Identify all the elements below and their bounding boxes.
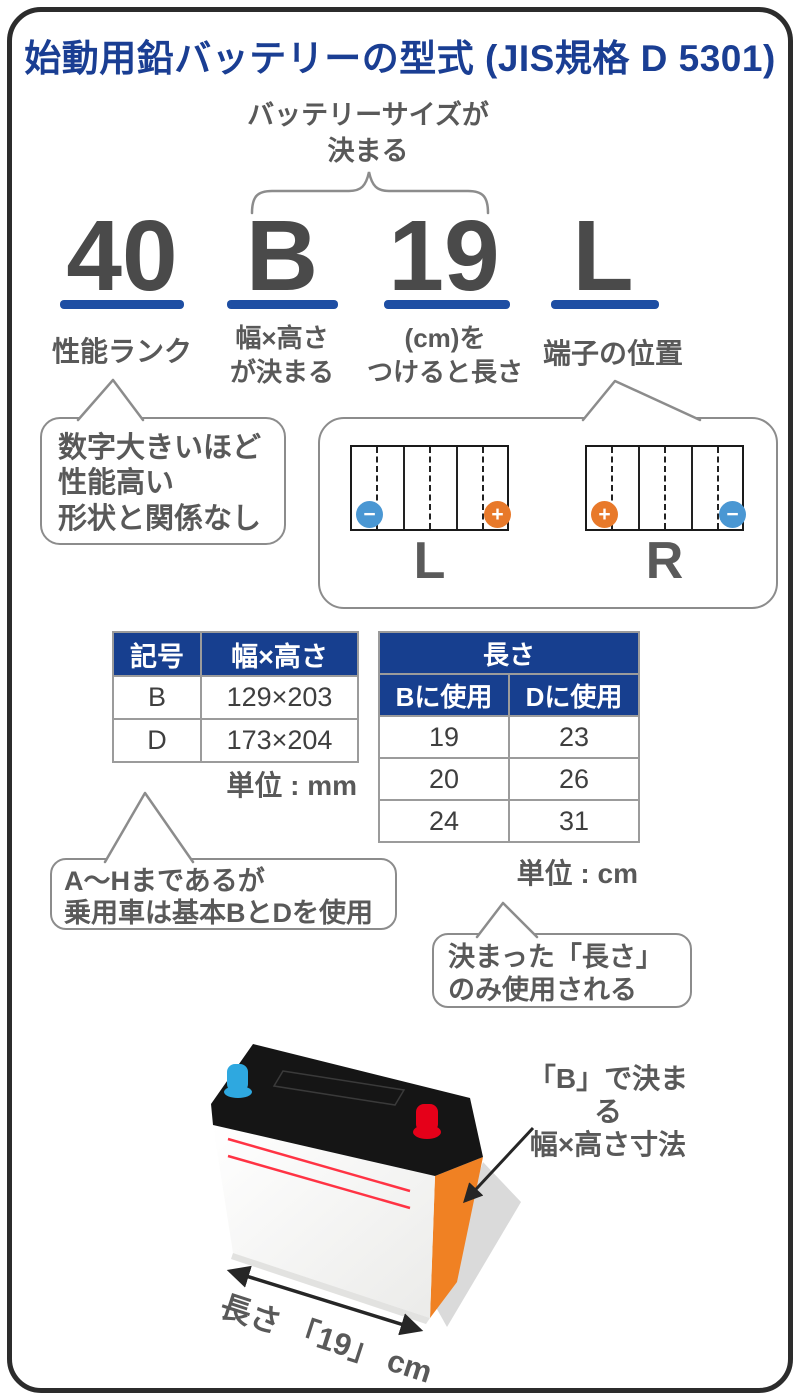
size-cell: D	[112, 718, 202, 763]
label-wh-line2: が決まる	[229, 356, 334, 387]
cell-divider	[691, 447, 693, 529]
table-row: 20 26	[378, 757, 640, 801]
cell-divider	[717, 447, 719, 529]
cell-divider	[482, 447, 484, 529]
underline-width-height	[227, 300, 338, 309]
page-title: 始動用鉛バッテリーの型式 (JIS規格 D 5301)	[24, 38, 776, 79]
minus-sign: −	[363, 503, 376, 526]
minus-terminal-icon: −	[719, 501, 746, 528]
length-table: 長さ Bに使用 Dに使用 19 23 20 26 24 31	[378, 631, 640, 843]
plus-sign: +	[598, 503, 611, 526]
plus-terminal-icon: +	[484, 501, 511, 528]
battery-top-view-R: + −	[585, 445, 746, 531]
cell-divider	[664, 447, 666, 529]
letter-R: R	[645, 532, 684, 590]
size-cell: B	[112, 675, 202, 720]
battery-top-view-L: − +	[350, 445, 511, 531]
length-table-header-b: Bに使用	[378, 673, 510, 717]
size-table-header-symbol: 記号	[112, 631, 202, 677]
size-table-unit: 単位 : mm	[226, 770, 357, 801]
table-row: 19 23	[378, 715, 640, 759]
label-length: (cm)を つけると長さ	[350, 322, 540, 390]
table-row: D 173×204	[112, 718, 359, 763]
underline-rank	[60, 300, 184, 309]
size-note-line2: 決まる	[327, 135, 409, 166]
minus-terminal-icon: −	[356, 501, 383, 528]
code-char-width-height: B	[245, 200, 319, 312]
length-cell: 31	[508, 799, 640, 843]
label-terminal: 端子の位置	[520, 336, 706, 372]
cell-divider	[429, 447, 431, 529]
size-cell: 129×203	[200, 675, 359, 720]
plus-terminal-icon: +	[591, 501, 618, 528]
length-table-unit: 単位 : cm	[516, 858, 638, 889]
code-char-length: 19	[388, 200, 500, 312]
size-table: 記号 幅×高さ B 129×203 D 173×204	[112, 631, 359, 763]
cell-divider	[611, 447, 613, 529]
length-cell: 26	[508, 757, 640, 801]
length-callout-bubble: 決まった「長さ」 のみ使用される	[432, 933, 692, 1008]
code-char-rank: 40	[66, 200, 178, 312]
dimension-callout-line1: 「B」で決まる	[527, 1063, 689, 1128]
battery-size-note: バッテリーサイズが 決まる	[218, 98, 518, 169]
label-width-height: 幅×高さ が決まる	[212, 322, 352, 390]
rank-callout-line3: 形状と関係なし	[58, 502, 262, 535]
length-table-header-d: Dに使用	[508, 673, 640, 717]
underline-length	[384, 300, 510, 309]
series-callout-bubble: A〜Hまであるが 乗用車は基本BとDを使用	[50, 858, 397, 930]
terminal-position-box: − + L + − R	[318, 417, 778, 609]
plus-sign: +	[491, 503, 504, 526]
cell-divider	[403, 447, 405, 529]
label-length-line2: つけると長さ	[366, 356, 523, 387]
table-row: 24 31	[378, 799, 640, 843]
length-cell: 23	[508, 715, 640, 759]
series-callout-line2: 乗用車は基本BとDを使用	[64, 898, 373, 929]
size-note-line1: バッテリーサイズが	[247, 100, 489, 130]
size-cell: 173×204	[200, 718, 359, 763]
length-cell: 20	[378, 757, 510, 801]
dimension-callout-line2: 幅×高さ寸法	[529, 1129, 687, 1161]
dimension-callout: 「B」で決まる 幅×高さ寸法	[517, 1062, 699, 1161]
label-rank: 性能ランク	[30, 334, 214, 370]
rank-callout-line1: 数字大きいほど	[58, 432, 262, 464]
length-cell: 24	[378, 799, 510, 843]
table-row: B 129×203	[112, 675, 359, 720]
cell-divider	[638, 447, 640, 529]
underline-terminal	[551, 300, 659, 309]
length-table-title: 長さ	[378, 631, 640, 675]
length-callout-line2: のみ使用される	[448, 974, 637, 1005]
size-table-header-wh: 幅×高さ	[200, 631, 359, 677]
length-cell: 19	[378, 715, 510, 759]
label-terminal-line1: 端子の位置	[542, 338, 683, 369]
code-char-terminal: L	[572, 200, 634, 312]
label-wh-line1: 幅×高さ	[235, 323, 329, 353]
label-length-line1: (cm)を	[404, 323, 486, 353]
label-rank-line1: 性能ランク	[51, 336, 192, 367]
series-callout-line1: A〜Hまであるが	[64, 866, 265, 896]
cell-divider	[456, 447, 458, 529]
letter-L: L	[413, 532, 446, 590]
minus-sign: −	[726, 503, 739, 526]
cell-divider	[376, 447, 378, 529]
rank-callout-line2: 性能高い	[58, 467, 175, 500]
rank-callout-bubble: 数字大きいほど 性能高い 形状と関係なし	[40, 417, 286, 545]
length-callout-line1: 決まった「長さ」	[448, 942, 663, 972]
